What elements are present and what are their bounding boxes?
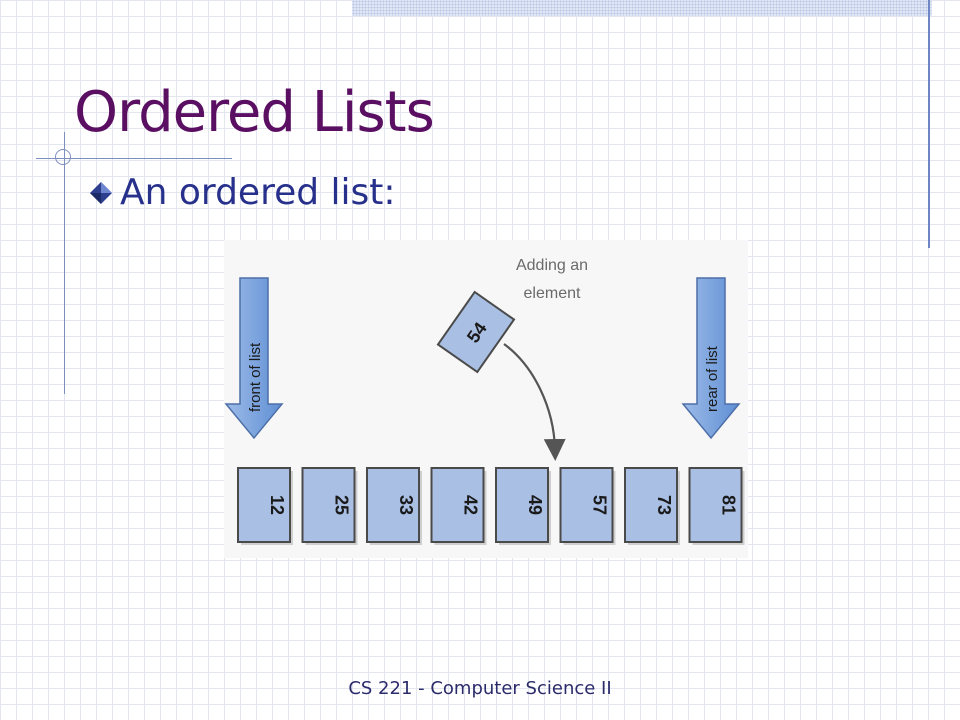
list-element-value: 42 [461,495,481,515]
list-element-value: 73 [654,495,674,515]
ordered-list-diagram: front of list rear of list Adding an ele… [224,257,745,545]
list-element-value: 57 [590,495,610,515]
list-element-value: 25 [332,495,352,515]
title-underline [36,158,232,159]
list-element-rect [688,467,743,543]
list-element-value: 49 [525,495,545,515]
adding-label-line2: element [524,285,581,302]
front-arrow-shape [224,277,284,440]
list-element-box: 12 [237,467,293,545]
list-element-rect [559,467,614,543]
rear-arrow: rear of list [681,277,741,440]
front-arrow: front of list [224,277,284,440]
list-element-box: 33 [366,467,422,545]
list-element-rect [301,467,356,543]
list-element-value: 33 [396,495,416,515]
list-element-box: 81 [688,467,745,545]
list-element-rect [495,467,549,543]
list-element-value: 12 [267,495,287,515]
front-of-list-label: front of list [247,342,264,412]
list-element-rect [430,467,485,543]
slide-title: Ordered Lists [74,80,435,145]
list-element-box: 49 [495,467,551,545]
rear-arrow-shape [681,277,741,440]
diamond-bullet-icon [90,181,112,204]
list-elements: 12 25 33 42 49 57 73 81 [237,467,745,545]
list-element-box: 57 [559,467,616,545]
ordered-list-figure: front of list rear of list Adding an ele… [224,240,748,558]
right-accent-line [928,0,930,248]
list-element-box: 73 [624,467,680,545]
list-element-value: 81 [719,495,739,515]
slide-footer: CS 221 - Computer Science II [348,678,612,699]
list-element-box: 25 [301,467,358,545]
list-element-rect [624,467,678,543]
list-element-rect [366,467,420,543]
rear-of-list-label: rear of list [704,345,721,412]
accent-circle [55,149,71,165]
insertion-arrow [503,343,566,461]
header-band [352,0,932,16]
bullet-item: An ordered list: [88,172,396,213]
list-element-box: 42 [430,467,487,545]
new-element-card: 54 [436,290,516,374]
list-element-rect [237,467,291,543]
bullet-text: An ordered list: [120,172,396,213]
left-accent-line [64,132,65,394]
adding-label-line1: Adding an [516,257,588,274]
